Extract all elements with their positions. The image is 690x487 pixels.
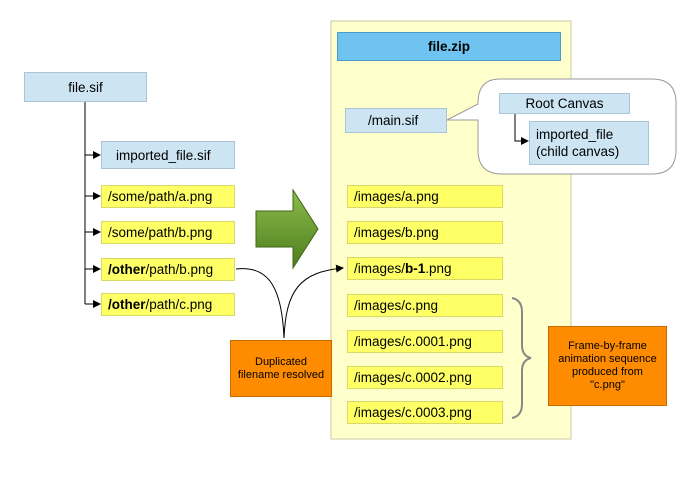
- imported-file-label: imported_file.sif: [116, 147, 211, 163]
- root-file-label: file.sif: [68, 79, 103, 95]
- big-arrow-icon: [255, 188, 319, 270]
- zip-item-c: /images/c.png: [347, 294, 503, 317]
- zip-item-label: /images/c.png: [354, 298, 439, 313]
- zip-title: file.zip: [427, 39, 470, 54]
- root-canvas-box: Root Canvas: [499, 93, 630, 114]
- zip-item-bold: b-1: [405, 261, 426, 276]
- frame-note-line1: Frame-by-frame: [568, 340, 647, 352]
- zip-item-c0003: /images/c.0003.png: [347, 401, 503, 424]
- zip-title-box: file.zip: [337, 32, 561, 61]
- zip-item-label: /images/c.0003.png: [354, 405, 472, 420]
- left-item-a: /some/path/a.png: [101, 185, 235, 208]
- imported-file-box: imported_file.sif: [101, 141, 235, 169]
- left-item-bold: /other: [108, 297, 146, 312]
- zip-item-label: /images/c.0001.png: [354, 334, 472, 349]
- zip-item-b: /images/b.png: [347, 221, 503, 244]
- zip-item-a: /images/a.png: [347, 185, 503, 208]
- zip-item-label: /images/b.png: [354, 225, 439, 240]
- duplicated-note: Duplicated filename resolved: [230, 340, 332, 397]
- left-item-label: /path/b.png: [145, 262, 214, 277]
- left-item-bold: /other: [108, 262, 146, 277]
- root-file-box: file.sif: [24, 72, 147, 102]
- left-item-label: /path/c.png: [145, 297, 213, 312]
- zip-item-suffix: .png: [425, 261, 452, 276]
- zip-item-c0001: /images/c.0001.png: [347, 330, 503, 353]
- frame-note-line4: "c.png": [590, 379, 625, 391]
- left-item-label: /some/path/b.png: [108, 225, 213, 240]
- left-item-label: /some/path/a.png: [108, 189, 213, 204]
- duplicated-note-line2: filename resolved: [237, 368, 325, 381]
- left-item-other-c: /other/path/c.png: [101, 293, 235, 316]
- zip-item-b1: /images/b-1.png: [347, 257, 503, 280]
- child-canvas-line2: (child canvas): [536, 144, 620, 159]
- zip-item-label: /images/a.png: [354, 189, 439, 204]
- frame-note-line3: produced from: [572, 366, 643, 378]
- main-sif-box: /main.sif: [345, 108, 447, 133]
- zip-item-label: /images/: [354, 261, 406, 276]
- left-item-other-b: /other/path/b.png: [101, 258, 235, 281]
- main-sif-label: /main.sif: [368, 113, 419, 128]
- frame-note: Frame-by-frame animation sequence produc…: [548, 326, 667, 406]
- frame-note-line2: animation sequence: [558, 353, 657, 365]
- brace-icon: [511, 297, 532, 419]
- root-canvas-label: Root Canvas: [525, 96, 604, 111]
- zip-item-c0002: /images/c.0002.png: [347, 366, 503, 389]
- duplicated-note-line1: Duplicated: [255, 355, 307, 368]
- child-canvas-line1: imported_file: [536, 127, 614, 142]
- left-item-b: /some/path/b.png: [101, 221, 235, 244]
- zip-item-label: /images/c.0002.png: [354, 370, 472, 385]
- child-canvas-box: imported_file (child canvas): [529, 121, 649, 165]
